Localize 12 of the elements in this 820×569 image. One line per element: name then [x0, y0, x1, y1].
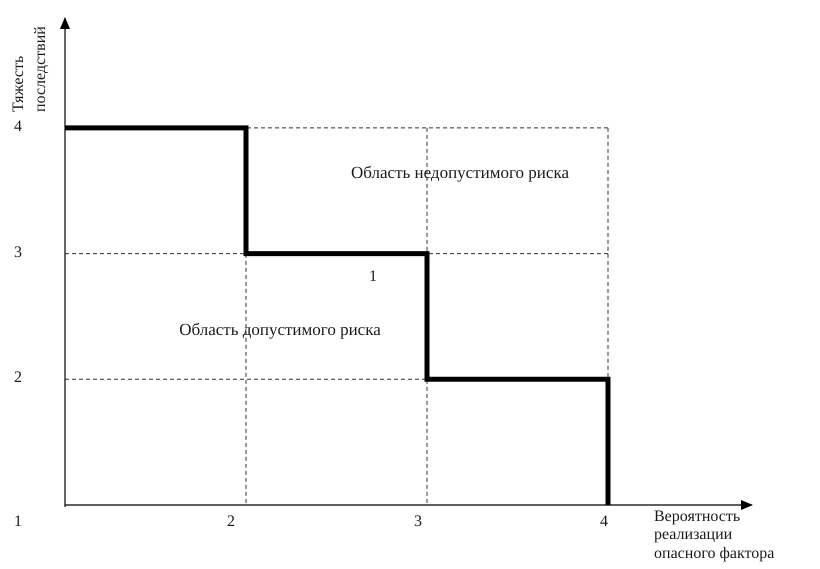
tick-label: 2 [14, 369, 22, 388]
tick-label: 3 [14, 244, 22, 262]
region-number: 1 [369, 268, 377, 286]
tick-label: 2 [227, 513, 235, 532]
tick-label: 3 [414, 513, 422, 532]
tick-label: 1 [14, 513, 22, 532]
axis-title: Тяжесть последствий [9, 25, 50, 112]
tick-label: 4 [600, 513, 608, 532]
axis-title: Вероятность реализации опасного фактора [654, 508, 776, 564]
tick-label: 4 [14, 118, 22, 136]
region-label: Область недопустимого риска [350, 163, 570, 183]
region-label: Область допустимого риска [178, 320, 382, 340]
